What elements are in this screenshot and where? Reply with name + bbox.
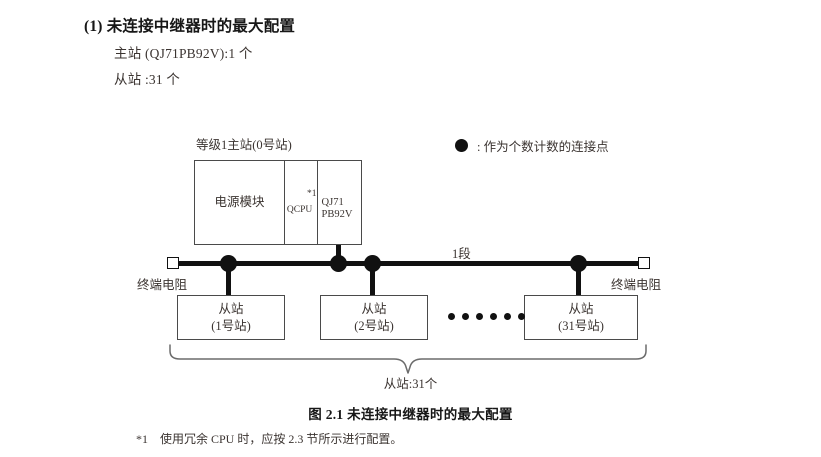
cpu-footnote-mark: *1 [307, 189, 317, 199]
network-module-line1: QJ71 [321, 197, 344, 208]
slave-31-station: (31号站) [558, 318, 604, 333]
master-count-line: 主站 (QJ71PB92V):1 个 [114, 46, 253, 61]
drop-line-slave1 [226, 263, 231, 297]
legend-label: : 作为个数计数的连接点 [477, 140, 609, 154]
drop-line-slave31 [576, 263, 581, 297]
slave-box-31: 从站 (31号站) [524, 295, 638, 340]
ellipsis-dots [448, 313, 525, 320]
slave-group-label: 从站:31个 [383, 377, 438, 391]
network-module-cell: QJ71 PB92V [318, 161, 361, 244]
network-module-label: QJ71 PB92V [322, 197, 353, 221]
section-title-text: 未连接中继器时的最大配置 [106, 18, 296, 35]
ellipsis-dot [490, 313, 497, 320]
power-module-cell: 电源模块 [195, 161, 285, 244]
brace-svg [169, 344, 647, 374]
figure-caption: 图 2.1 未连接中继器时的最大配置 [308, 407, 513, 422]
slave-1-station: (1号站) [211, 318, 251, 333]
section-heading: (1)未连接中继器时的最大配置 [84, 14, 295, 36]
bus-trunk-line [174, 261, 644, 266]
drop-line-slave2 [370, 263, 375, 297]
terminator-label-left: 终端电阻 [137, 278, 188, 292]
footnote-text: 使用冗余 CPU 时，应按 2.3 节所示进行配置。 [160, 432, 403, 446]
ellipsis-dot [476, 313, 483, 320]
master-drop-line [336, 245, 341, 263]
slave-count-line: 从站 :31 个 [114, 72, 181, 87]
slave-2-title: 从站 [361, 301, 387, 316]
master-rack: 电源模块 QCPU *1 QJ71 PB92V [194, 160, 362, 245]
slave-box-1: 从站 (1号站) [177, 295, 285, 340]
slave-2-station: (2号站) [354, 318, 394, 333]
ellipsis-dot [462, 313, 469, 320]
footnote-mark: *1 [136, 432, 148, 446]
network-module-line2: PB92V [321, 209, 353, 221]
footnote: *1 使用冗余 CPU 时，应按 2.3 节所示进行配置。 [136, 430, 402, 447]
slave-31-title: 从站 [568, 301, 594, 316]
cpu-module-cell: QCPU *1 [285, 161, 318, 244]
terminator-label-right: 终端电阻 [611, 278, 662, 292]
master-station-label: 等级1主站(0号站) [196, 138, 292, 152]
power-module-label: 电源模块 [214, 195, 265, 210]
section-number: (1) [84, 18, 103, 35]
cpu-module-label: QCPU [286, 205, 313, 215]
filled-circle-icon [455, 139, 468, 152]
slave-box-2: 从站 (2号站) [320, 295, 428, 340]
terminator-square-right [638, 257, 650, 269]
terminator-square-left [167, 257, 179, 269]
connection-node-master [330, 255, 347, 272]
slave-1-title: 从站 [218, 301, 244, 316]
legend: : 作为个数计数的连接点 [455, 136, 609, 155]
ellipsis-dot [518, 313, 525, 320]
ellipsis-dot [504, 313, 511, 320]
slave-group-brace [168, 343, 648, 380]
ellipsis-dot [448, 313, 455, 320]
segment-label: 1段 [452, 247, 471, 261]
